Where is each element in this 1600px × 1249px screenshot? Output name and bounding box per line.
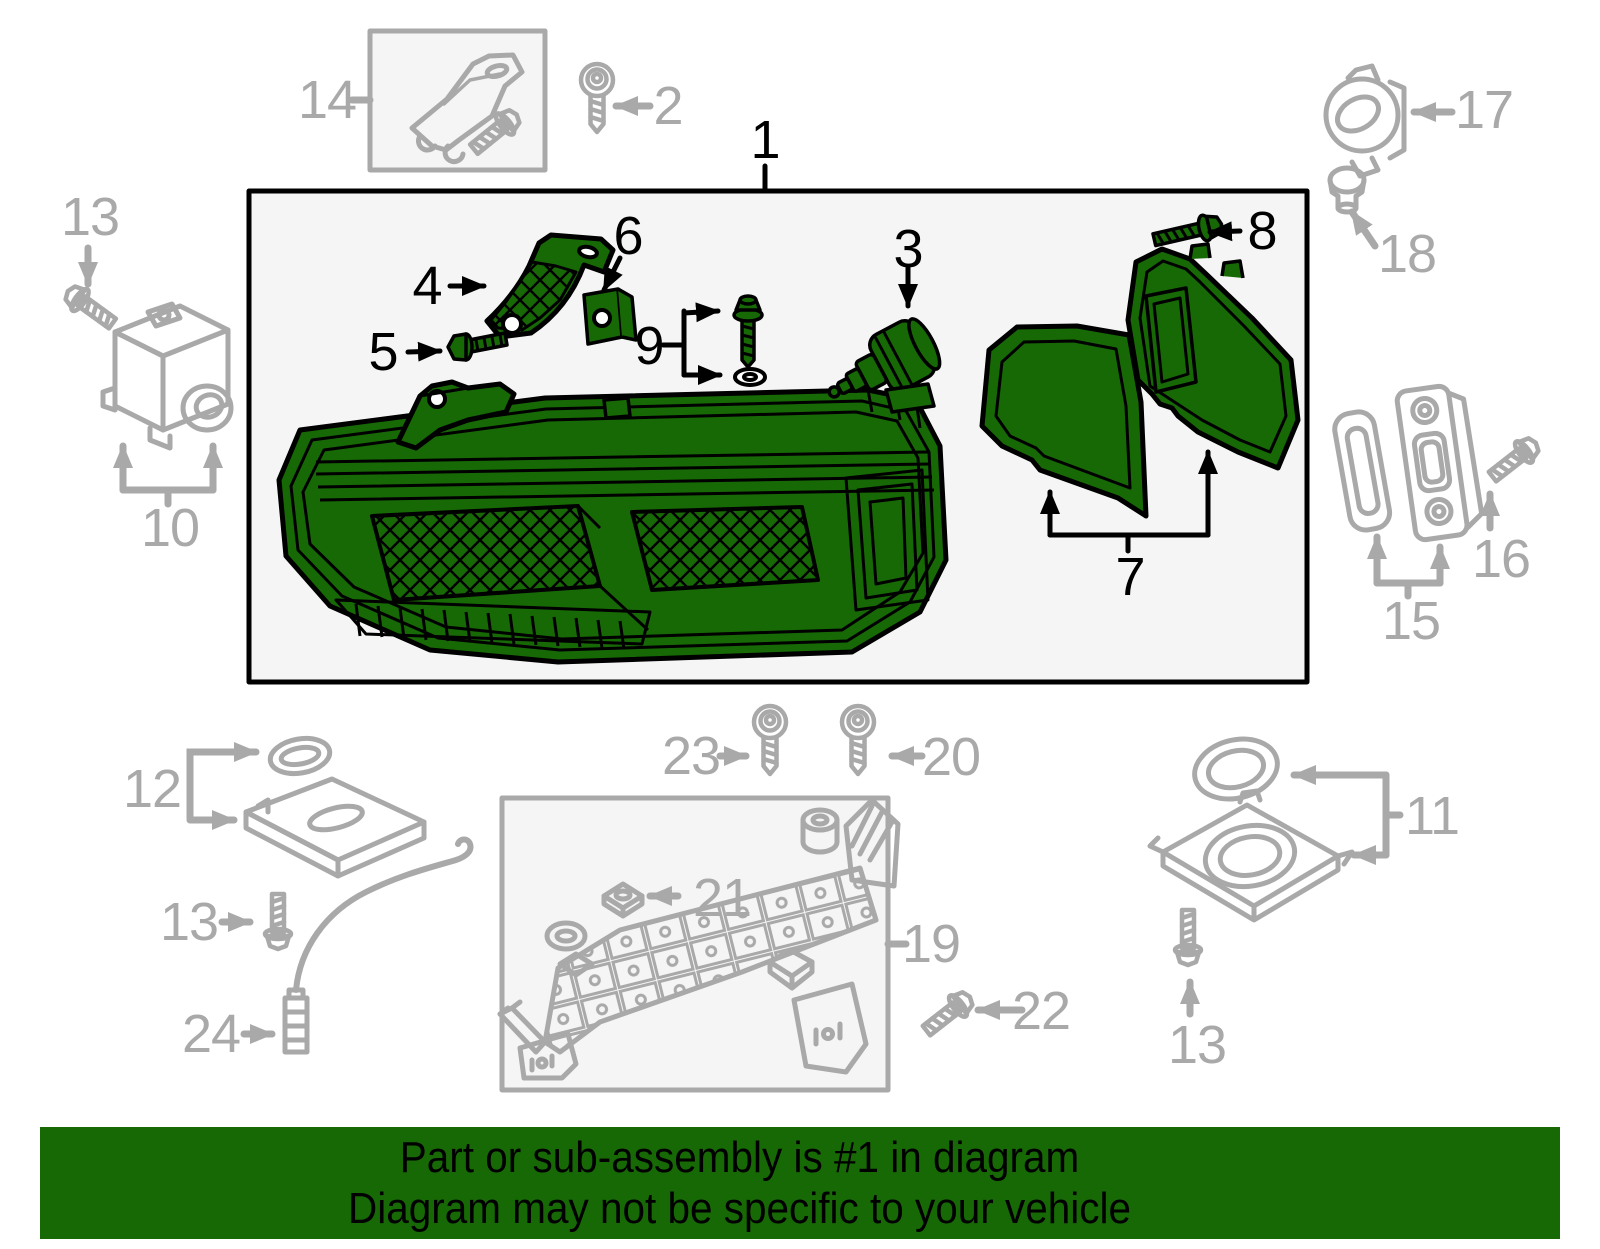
sub-box-14 xyxy=(348,28,548,173)
screw-22-illustration xyxy=(918,987,977,1041)
bolt-5-illustration xyxy=(446,331,509,362)
callout-label-18: 18 xyxy=(1377,224,1437,284)
callout-label-23: 23 xyxy=(661,726,721,786)
seal-12-illustration xyxy=(267,735,333,777)
callout-label-16: 16 xyxy=(1471,529,1531,589)
module-12-illustration xyxy=(243,776,427,879)
callout-18-arrow xyxy=(1348,208,1379,250)
gasket-15-illustration xyxy=(1332,409,1393,533)
callout-label-8: 8 xyxy=(1247,201,1277,261)
banner-line1: Part or sub-assembly is #1 in diagram xyxy=(400,1133,1080,1182)
callout-label-15: 15 xyxy=(1381,591,1441,651)
nut-21-illustration xyxy=(601,881,645,919)
bracket-15-illustration xyxy=(1394,383,1485,543)
headlight-bracket-17-illustration xyxy=(1323,63,1407,179)
callout-label-12: 12 xyxy=(122,759,182,819)
screw-13b-illustration xyxy=(265,894,291,949)
callout-label-17: 17 xyxy=(1454,80,1514,140)
callout-label-14: 14 xyxy=(297,70,357,130)
callout-label-4: 4 xyxy=(412,256,442,316)
cover-7-illustration xyxy=(1125,242,1301,471)
callout-11-bracket xyxy=(1290,765,1404,865)
screw-23-illustration xyxy=(754,706,786,774)
control-module-10-illustration xyxy=(100,301,231,451)
highlight-banner: Part or sub-assembly is #1 in diagram Di… xyxy=(40,1127,1560,1239)
callout-10-bracket xyxy=(113,442,223,508)
callout-8-arrow xyxy=(1207,221,1243,242)
callout-label-13c: 13 xyxy=(1167,1015,1227,1075)
ring-seal-11-illustration xyxy=(1192,736,1280,802)
clip-6-illustration xyxy=(582,287,638,346)
screw-16-illustration xyxy=(1484,433,1543,487)
banner-line2: Diagram may not be specific to your vehi… xyxy=(348,1184,1132,1233)
callout-label-9: 9 xyxy=(634,316,664,376)
callout-9-bracket xyxy=(660,302,723,385)
callout-label-7: 7 xyxy=(1115,547,1145,607)
bolt-9-illustration xyxy=(732,294,764,369)
callout-label-13b: 13 xyxy=(159,892,219,952)
callout-label-20: 20 xyxy=(921,727,981,787)
callout-7-bracket xyxy=(1040,449,1218,554)
retainer-bracket-14-illustration xyxy=(409,52,525,165)
callout-5-arrow xyxy=(405,341,443,362)
callout-15-bracket xyxy=(1367,533,1450,600)
headlight-assembly-illustration xyxy=(276,379,949,665)
callout-6-arrow xyxy=(601,255,623,293)
callout-label-21: 21 xyxy=(692,868,752,928)
screw-13c-illustration xyxy=(1175,910,1201,965)
callout-label-19: 19 xyxy=(901,914,961,974)
bracket-4-illustration xyxy=(484,232,616,340)
cap-18-illustration xyxy=(1327,165,1367,215)
callout-label-11: 11 xyxy=(1404,786,1460,846)
callout-label-22: 22 xyxy=(1011,981,1071,1041)
screw-20-illustration xyxy=(842,706,874,774)
callout-12-bracket xyxy=(186,742,260,830)
callout-label-24: 24 xyxy=(181,1004,241,1064)
bulb-socket-3-illustration xyxy=(827,317,942,414)
grommet-10-illustration xyxy=(180,383,234,433)
bushing-19-illustration xyxy=(800,807,840,855)
callout-label-3: 3 xyxy=(893,219,923,279)
callout-label-2: 2 xyxy=(653,76,683,136)
washer-19-illustration xyxy=(544,920,588,952)
callout-label-13a: 13 xyxy=(60,187,120,247)
callout-label-1: 1 xyxy=(750,110,780,170)
seal-7-illustration xyxy=(979,323,1149,519)
callout-label-10: 10 xyxy=(140,498,200,558)
screw-13a-illustration xyxy=(60,281,120,334)
washer-9-illustration xyxy=(733,367,767,387)
mounting-bracket-19-illustration xyxy=(497,797,901,1081)
ballast-module-11-illustration xyxy=(1147,788,1355,923)
screw-2-illustration xyxy=(581,64,613,132)
wire-plug-24-illustration xyxy=(282,836,474,1055)
callout-label-6: 6 xyxy=(613,206,643,266)
callout-label-5: 5 xyxy=(368,322,398,382)
